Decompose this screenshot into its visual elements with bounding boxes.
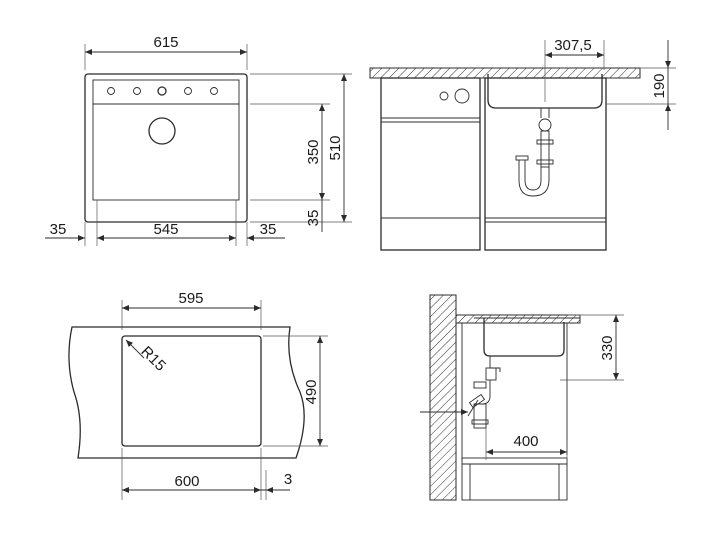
bowl-side xyxy=(483,318,565,357)
drain-pipe-side xyxy=(485,367,497,381)
dim-615-label: 615 xyxy=(153,34,178,51)
worktop-outline xyxy=(68,326,305,459)
dim-35-vertical-label: 35 xyxy=(305,210,322,227)
base-cabinet-side xyxy=(461,457,568,501)
dim-35-right-label: 35 xyxy=(260,221,277,238)
siphon-trap xyxy=(524,160,542,191)
tap-hole-icon xyxy=(107,87,115,95)
dim-490-label: 490 xyxy=(303,379,320,404)
dim-510-label: 510 xyxy=(327,135,344,160)
control-knob-icon xyxy=(439,91,449,101)
worktop-side xyxy=(455,314,581,324)
sink-bowl xyxy=(487,74,603,109)
dim-595-label: 595 xyxy=(178,290,203,307)
drain-fitting-icon xyxy=(538,118,552,132)
tap-hole-icon xyxy=(157,86,167,96)
dim-400-label: 400 xyxy=(513,433,538,450)
trap-body xyxy=(473,403,487,429)
sink-outline xyxy=(84,73,248,223)
dim-350-label: 350 xyxy=(305,139,322,164)
top-view: 615 35 545 35 350 510 35 xyxy=(45,34,352,246)
worktop xyxy=(369,67,641,79)
drain-icon xyxy=(148,117,176,145)
wall xyxy=(429,294,457,501)
drain-pipe xyxy=(540,130,550,168)
radius-label: R15 xyxy=(137,343,168,374)
cutout-rectangle xyxy=(121,335,262,447)
tap-hole-icon xyxy=(133,87,141,95)
dim-330-label: 330 xyxy=(599,335,616,360)
dim-307-5-label: 307,5 xyxy=(554,37,592,54)
cabinet-section-view: 307,5 190 xyxy=(369,37,676,251)
dim-3-label: 3 xyxy=(284,471,292,488)
side-section-view: 330 400 xyxy=(420,294,624,501)
dim-190-label: 190 xyxy=(651,73,668,98)
dim-35-left-label: 35 xyxy=(50,221,67,238)
dim-600-label: 600 xyxy=(174,473,199,490)
dishwasher-cabinet xyxy=(380,77,481,251)
control-dial-icon xyxy=(454,88,470,104)
tap-hole-icon xyxy=(184,87,192,95)
dim-545-label: 545 xyxy=(153,221,178,238)
tap-hole-icon xyxy=(210,87,218,95)
sink-cabinet xyxy=(484,77,607,251)
cutout-view: R15 595 490 600 3 xyxy=(68,290,328,500)
bowl-outline xyxy=(92,103,240,201)
